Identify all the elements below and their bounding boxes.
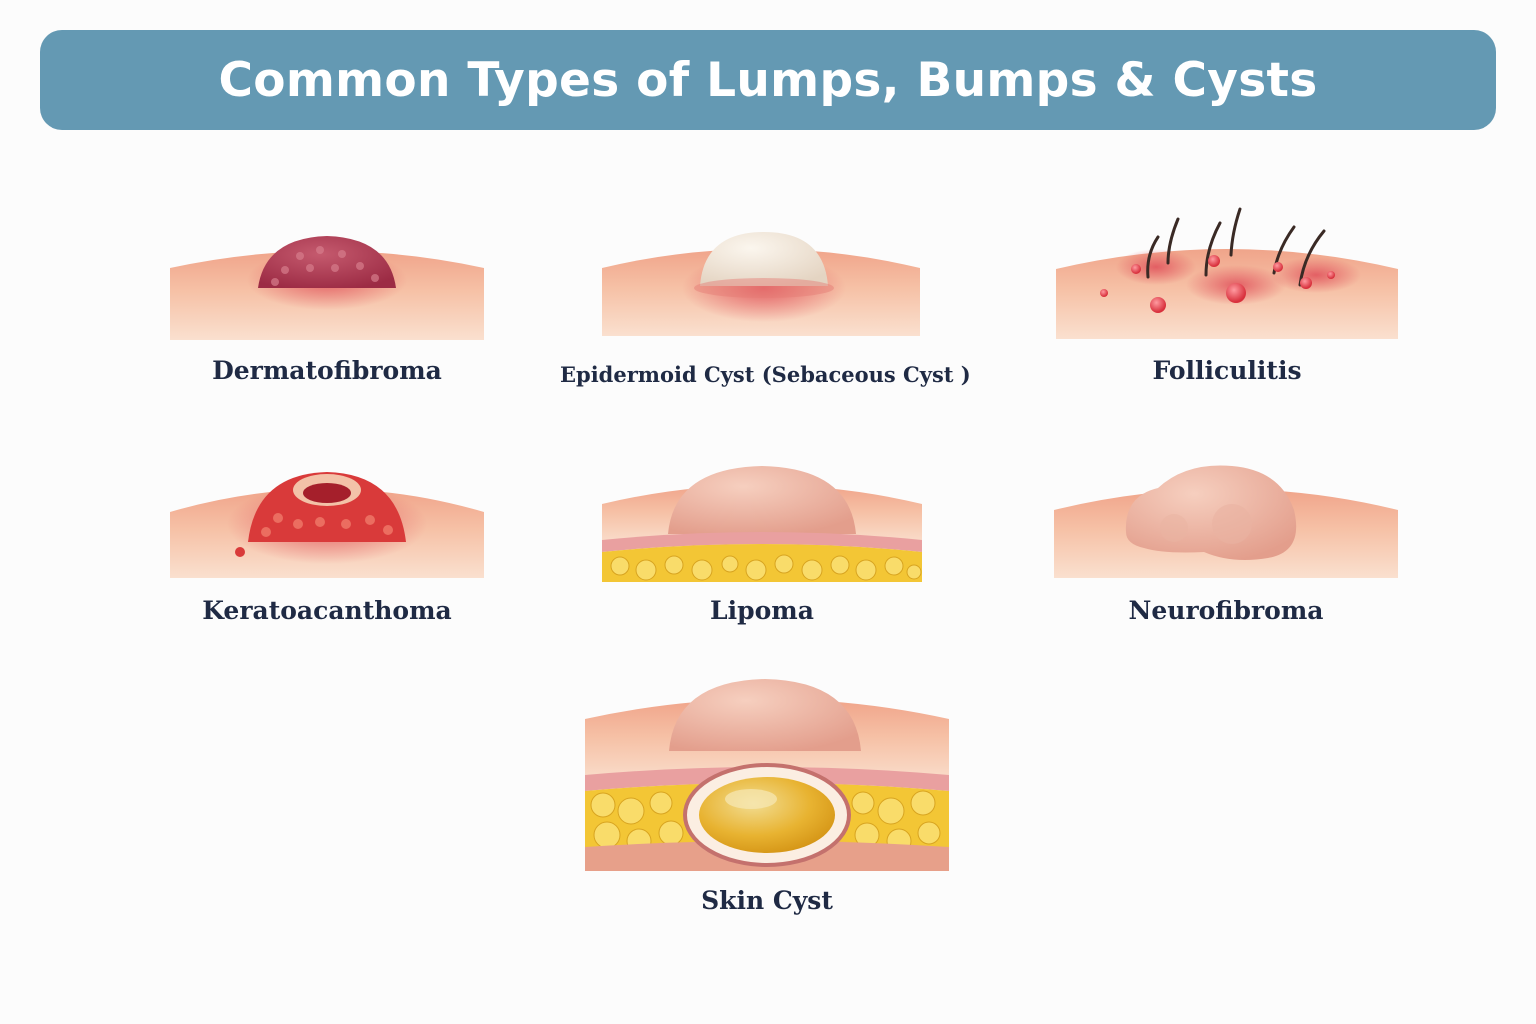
dermatofibroma-label: Dermatofibroma <box>212 356 442 385</box>
keratoacanthoma-label: Keratoacanthoma <box>202 596 452 625</box>
keratoacanthoma-illustration <box>170 462 484 578</box>
neurofibroma-label: Neurofibroma <box>1128 596 1324 625</box>
title-banner: Common Types of Lumps, Bumps & Cysts <box>40 30 1496 130</box>
skin-cyst-label: Skin Cyst <box>701 886 833 915</box>
lipoma-label: Lipoma <box>710 596 814 625</box>
skin-cyst-illustration <box>585 675 949 871</box>
epidermoid-cyst-label: Epidermoid Cyst (Sebaceous Cyst ) <box>560 362 971 387</box>
neurofibroma-illustration <box>1054 462 1398 578</box>
dermatofibroma-illustration <box>170 230 484 340</box>
lipoma-illustration <box>602 462 922 582</box>
folliculitis-label: Folliculitis <box>1152 356 1302 385</box>
epidermoid-cyst-illustration <box>602 230 920 336</box>
folliculitis-illustration <box>1056 205 1398 339</box>
page-title: Common Types of Lumps, Bumps & Cysts <box>218 52 1318 108</box>
